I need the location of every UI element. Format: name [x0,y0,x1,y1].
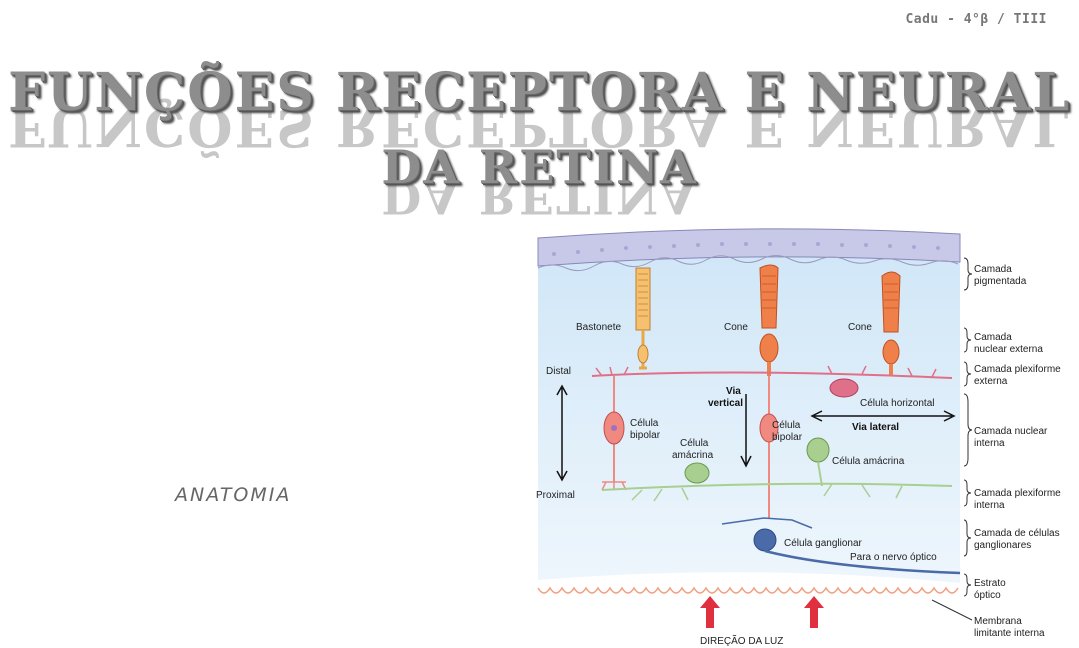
vertical-pathway-label-2: vertical [708,398,743,409]
bipolar-left-label-1: Célula [630,418,659,429]
lateral-pathway-arrow [810,410,956,422]
layer-label-2a: Camada [974,332,1012,343]
title-line-2: DA RETINA DA RETINA [0,140,1079,224]
ganglion-label: Célula ganglionar [784,538,863,549]
horizontal-cell-label: Célula horizontal [860,398,935,409]
anatomia-label: ANATOMIA [175,484,292,506]
light-arrow-right [804,596,824,628]
ganglion-cell [721,517,961,575]
layer-label-4b: interna [974,438,1005,449]
pigment-layer [537,228,961,267]
layer-label-4a: Camada nuclear [974,426,1048,437]
cone-label-2: Cone [848,322,872,333]
layer-label-7b: óptico [974,590,1001,601]
inner-plexiform-processes [601,482,953,491]
cone-cell-2 [881,271,901,376]
optic-nerve-label: Para o nervo óptico [850,552,937,563]
title-text-1: FUNÇÕES RECEPTORA E NEURAL [8,62,1071,123]
layer-label-7a: Estrato [974,578,1006,589]
inner-limiting-membrane [537,586,959,594]
layer-label-1b: pigmentada [974,276,1027,287]
layer-label-5a: Camada plexiforme [974,488,1061,499]
light-arrow-left [700,596,720,628]
title-line-1: FUNÇÕES RECEPTORA E NEURAL FUNÇÕES RECEP… [0,62,1079,157]
pigment-wavy-line [537,255,959,272]
light-direction-label: DIREÇÃO DA LUZ [700,634,783,646]
distal-proximal-arrow [556,384,568,482]
layer-label-8a: Membrana [974,616,1022,627]
layer-label-3b: externa [974,376,1008,387]
author-signature: Cadu - 4°β / TIII [905,12,1047,27]
bipolar-cell-left [601,376,627,491]
bipolar-center-label-1: Célula [772,420,801,431]
amacrine-left-label-1: Célula [680,438,709,449]
lateral-pathway-label: Via lateral [852,422,899,433]
outer-plexiform-dendrites [591,371,953,379]
amacrine-right-label: Célula amácrina [832,456,905,467]
layer-label-1a: Camada [974,264,1012,275]
layer-label-6b: ganglionares [974,540,1031,551]
layer-label-3a: Camada plexiforme [974,364,1061,375]
layer-label-2b: nuclear externa [974,344,1043,355]
rod-cell [635,267,651,370]
horizontal-cell [829,378,859,398]
rod-label: Bastonete [576,322,621,333]
layer-braces [963,257,973,597]
retina-diagram: DIREÇÃO DA LUZ Distal Proximal Via verti… [536,228,1061,646]
pigment-cells [552,242,940,256]
amacrine-cell-left [684,462,710,484]
title-text-2: DA RETINA [381,140,698,194]
membrane-pointer-line [931,599,973,621]
layer-label-5b: interna [974,500,1005,511]
bipolar-left-label-2: bipolar [630,430,661,441]
cone-cell-1 [759,264,779,376]
cone-label-1: Cone [724,322,748,333]
layer-label-6a: Camada de células [974,528,1060,539]
bipolar-center-label-2: bipolar [772,432,803,443]
amacrine-left-label-2: amácrina [672,450,714,461]
amacrine-cell-right [806,437,830,463]
proximal-label: Proximal [536,490,575,501]
distal-label: Distal [546,366,571,377]
vertical-pathway-label-1: Via [726,386,741,397]
layer-label-8b: limitante interna [974,628,1045,639]
vertical-pathway-arrow [740,394,752,468]
bipolar-cell-center [759,376,779,518]
